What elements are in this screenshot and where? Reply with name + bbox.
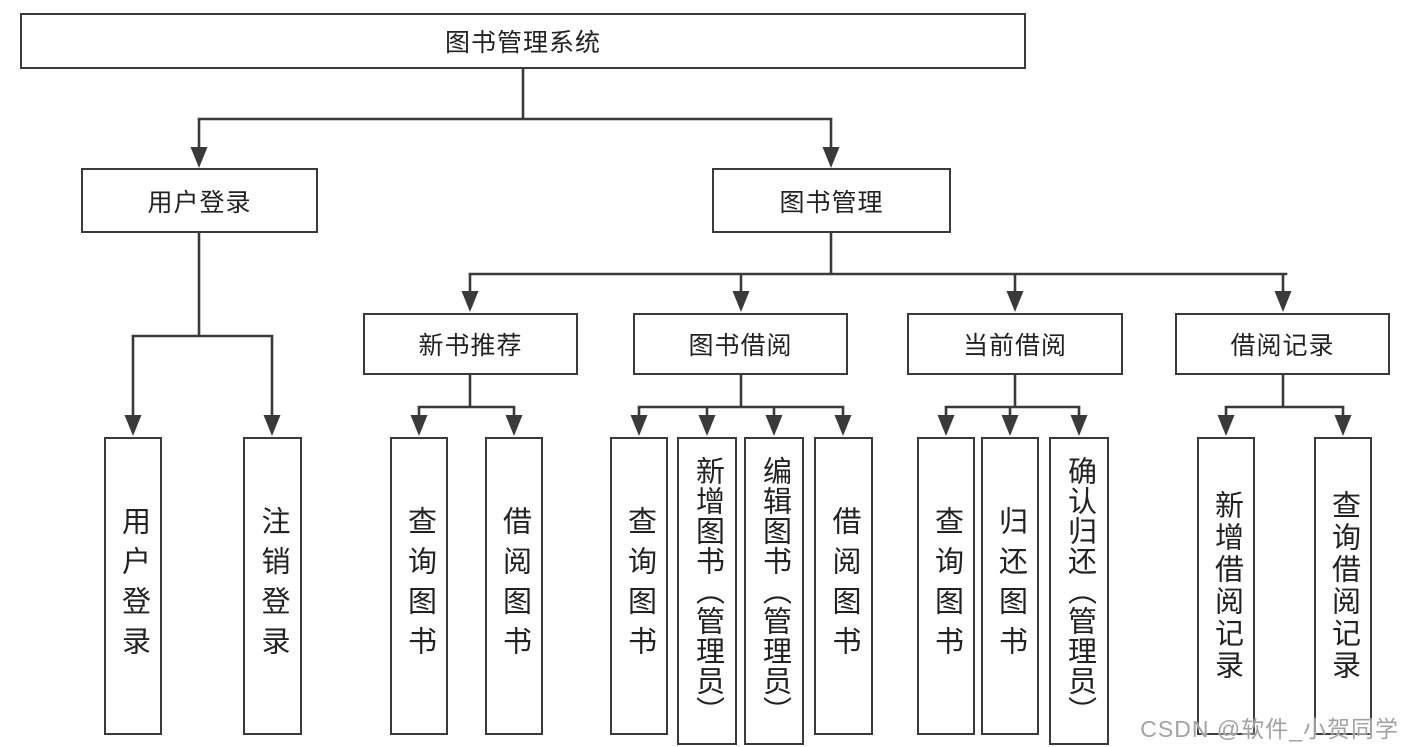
- leaf-add-borrow-record: 新增借阅记录: [1197, 437, 1255, 735]
- leaf-logout: 注销登录: [243, 437, 302, 735]
- node-label: 借阅图书: [498, 506, 531, 666]
- node-label: 编辑图书（管理员）: [758, 456, 791, 726]
- node-label: 新增借阅记录: [1210, 490, 1243, 682]
- node-book-management: 图书管理: [712, 168, 951, 233]
- node-label: 归还图书: [994, 506, 1027, 666]
- leaf-edit-books-admin: 编辑图书（管理员）: [744, 437, 804, 745]
- node-label: 当前借阅: [962, 332, 1067, 360]
- leaf-confirm-return-admin: 确认归还（管理员）: [1049, 437, 1109, 745]
- node-label: 借阅图书: [828, 506, 860, 666]
- connector-bookmgmt-to-level3: [461, 233, 1292, 312]
- node-label: 查询图书: [623, 506, 656, 666]
- node-root-system: 图书管理系统: [20, 13, 1026, 69]
- leaf-query-books-borrowing: 查询图书: [610, 437, 668, 735]
- leaf-borrow-books-recommend: 借阅图书: [485, 437, 543, 735]
- leaf-query-borrow-record: 查询借阅记录: [1314, 437, 1372, 735]
- connector-newbooks-to-leaves: [410, 375, 523, 436]
- node-label: 图书借阅: [688, 332, 793, 360]
- leaf-borrow-books: 借阅图书: [814, 437, 873, 735]
- node-label: 用户登录: [117, 506, 150, 666]
- leaf-return-books: 归还图书: [981, 437, 1039, 735]
- node-label: 查询图书: [403, 506, 436, 666]
- node-label: 确认归还（管理员）: [1063, 456, 1096, 726]
- connector-records-to-leaves: [1217, 375, 1352, 436]
- node-user-login: 用户登录: [81, 168, 318, 233]
- connector-userlogin-to-leaves: [124, 233, 281, 436]
- node-book-borrowing: 图书借阅: [633, 313, 848, 375]
- node-label: 图书管理系统: [444, 29, 601, 57]
- node-borrow-records: 借阅记录: [1175, 313, 1390, 375]
- csdn-watermark: CSDN @软件_小贺同学: [1140, 716, 1399, 742]
- leaf-query-books-current: 查询图书: [917, 437, 975, 735]
- node-label: 查询图书: [930, 506, 963, 666]
- leaf-add-books-admin: 新增图书（管理员）: [677, 437, 737, 745]
- node-label: 新增图书（管理员）: [691, 456, 724, 726]
- node-label: 用户登录: [147, 188, 252, 217]
- node-label: 图书管理: [779, 188, 884, 217]
- connector-borrowing-to-leaves: [630, 375, 852, 436]
- connector-root-to-level2: [190, 69, 840, 168]
- node-label: 借阅记录: [1230, 332, 1335, 360]
- node-new-book-recommend: 新书推荐: [363, 313, 578, 375]
- leaf-user-login: 用户登录: [104, 437, 162, 735]
- node-label: 查询借阅记录: [1327, 490, 1360, 682]
- node-label: 注销登录: [257, 506, 289, 666]
- connector-current-to-leaves: [937, 375, 1088, 436]
- node-current-borrowing: 当前借阅: [907, 313, 1123, 375]
- leaf-query-books-recommend: 查询图书: [390, 437, 448, 735]
- node-label: 新书推荐: [418, 332, 523, 360]
